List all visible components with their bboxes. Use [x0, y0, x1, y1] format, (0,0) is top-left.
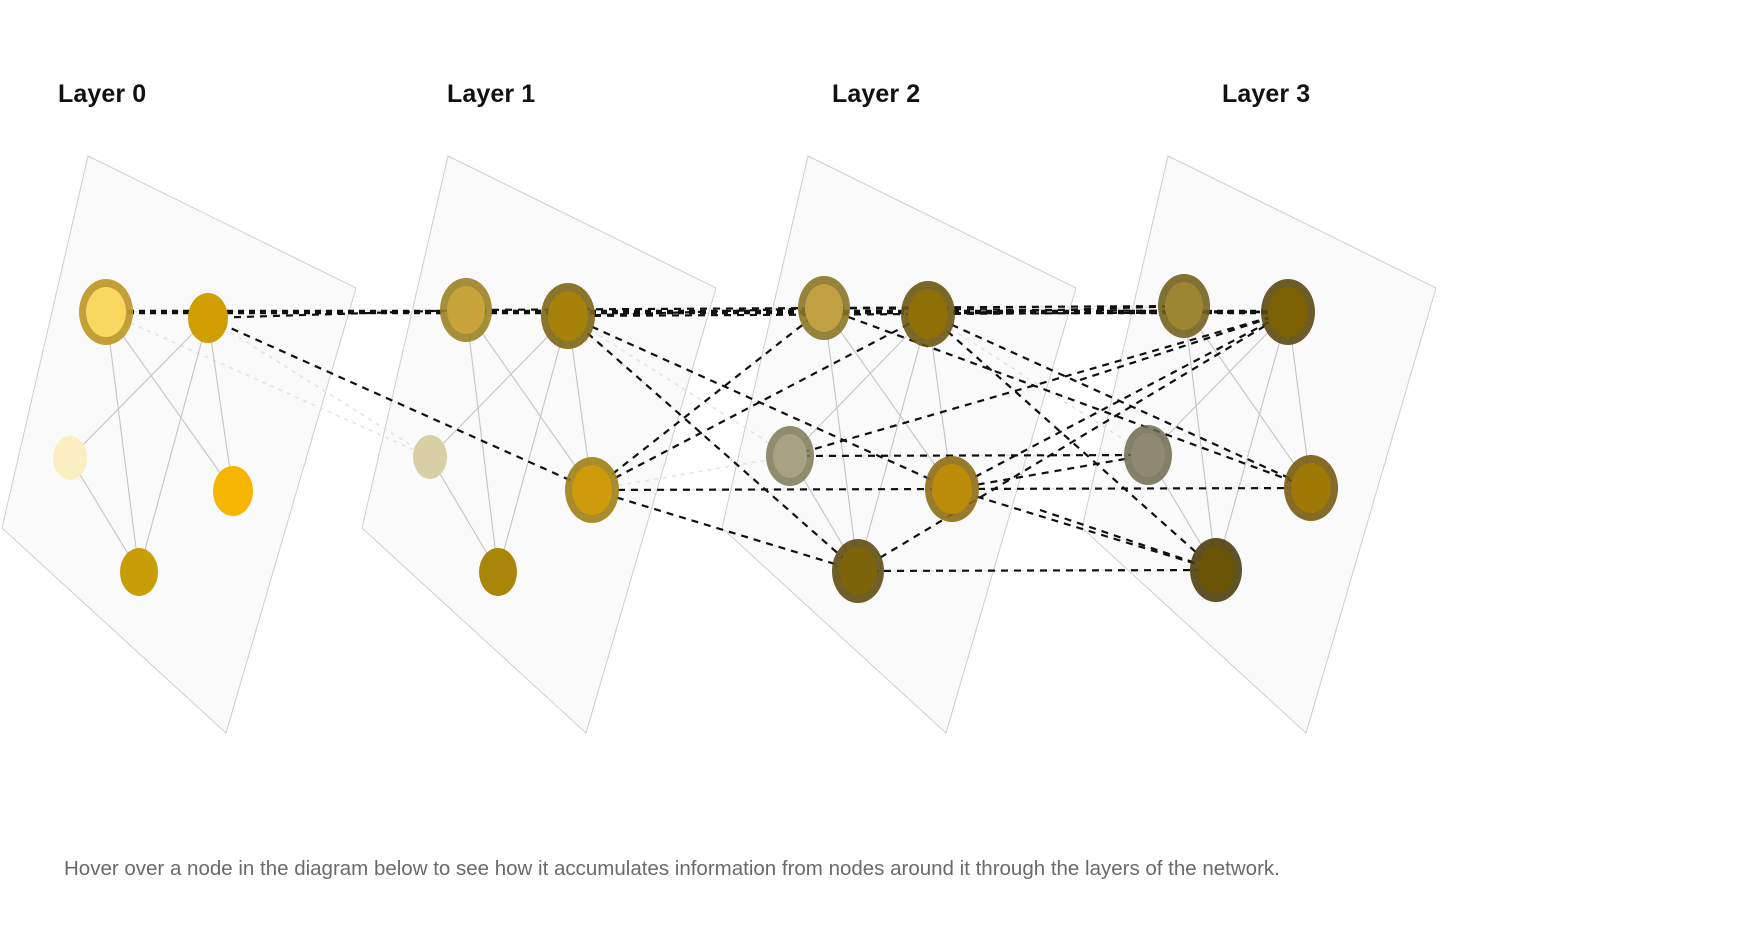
node-body[interactable]	[548, 291, 588, 341]
node-layer3-bottom[interactable]	[1190, 538, 1242, 602]
active-edge	[567, 312, 929, 318]
active-edge	[857, 568, 1217, 573]
layer-plane-0	[1, 155, 357, 734]
node-layer2-top-left[interactable]	[798, 276, 850, 340]
faint-edge	[465, 307, 825, 311]
node-layer3-top-left[interactable]	[1158, 274, 1210, 338]
intra-layer-edge	[69, 317, 209, 459]
faint-edge	[567, 315, 859, 572]
layer-label-2: Layer 2	[832, 80, 921, 108]
node-body[interactable]	[120, 548, 158, 596]
node-layer3-top-right[interactable]	[1261, 279, 1315, 345]
intra-layer-edge	[1183, 305, 1217, 571]
active-edge	[823, 304, 1185, 310]
node-body[interactable]	[1268, 287, 1308, 337]
node-layer2-mid-left[interactable]	[766, 426, 814, 486]
active-edge	[927, 312, 1312, 490]
faint-edge	[927, 313, 1149, 456]
node-layer1-mid-right[interactable]	[565, 457, 619, 523]
node-body[interactable]	[1197, 546, 1235, 594]
node-layer1-mid-left[interactable]	[413, 435, 447, 479]
faint-edge	[857, 569, 1217, 572]
intra-layer-edge	[1215, 311, 1289, 571]
node-layer0-bottom[interactable]	[120, 548, 158, 596]
node-body[interactable]	[86, 287, 126, 337]
node-body[interactable]	[413, 435, 447, 479]
node-layer1-top-left[interactable]	[440, 278, 492, 342]
active-edge	[207, 316, 593, 492]
intra-layer-edge	[207, 317, 234, 492]
intra-layer-edge	[105, 311, 140, 573]
layer-planes-group	[1, 155, 1437, 734]
intra-layer-edge	[1147, 311, 1289, 456]
intra-layer-edge	[429, 315, 569, 458]
node-body[interactable]	[839, 547, 877, 595]
active-edge	[823, 306, 1312, 490]
node-body[interactable]	[447, 286, 485, 334]
node-body[interactable]	[1131, 433, 1165, 477]
node-body[interactable]	[1291, 463, 1331, 513]
node-layer3-mid-left[interactable]	[1124, 425, 1172, 485]
node-layer0-mid-left[interactable]	[53, 436, 87, 480]
intra-layer-edge	[789, 313, 929, 457]
active-edge	[1039, 508, 1217, 572]
node-layer0-top-right[interactable]	[188, 293, 228, 343]
node-body[interactable]	[805, 284, 843, 332]
faint-edge	[567, 307, 825, 317]
node-body[interactable]	[773, 434, 807, 478]
node-body[interactable]	[572, 465, 612, 515]
intra-layer-edge	[138, 317, 209, 573]
active-edge	[591, 307, 825, 491]
node-body[interactable]	[908, 289, 948, 339]
node-layer0-top-left[interactable]	[79, 279, 133, 345]
faint-edge	[567, 315, 791, 457]
node-layer2-bottom[interactable]	[832, 539, 884, 603]
active-edge	[567, 314, 953, 491]
active-edge	[951, 486, 1312, 491]
layer-label-1: Layer 1	[447, 80, 536, 108]
active-edge	[951, 311, 1289, 490]
node-body[interactable]	[53, 436, 87, 480]
intra-layer-edge	[105, 311, 234, 492]
active-edge	[591, 487, 953, 492]
active-edge	[857, 311, 1289, 572]
node-body[interactable]	[1165, 282, 1203, 330]
active-inter-layer-edges-group	[106, 304, 1312, 573]
intra-layer-edge	[823, 307, 953, 490]
active-edge	[591, 313, 929, 491]
node-body[interactable]	[213, 466, 253, 516]
node-layer2-mid-right[interactable]	[925, 456, 979, 522]
active-edge	[1079, 310, 1289, 382]
node-layer2-top-right[interactable]	[901, 281, 955, 347]
node-layer1-bottom[interactable]	[479, 548, 517, 596]
layer-label-3: Layer 3	[1222, 80, 1311, 108]
intra-layer-edge	[497, 315, 569, 573]
node-body[interactable]	[932, 464, 972, 514]
network-graph	[1, 155, 1437, 734]
diagram-caption: Hover over a node in the diagram below t…	[64, 857, 1280, 880]
active-edge	[207, 308, 467, 320]
node-layer0-mid-right[interactable]	[213, 466, 253, 516]
node-body[interactable]	[479, 548, 517, 596]
node-body[interactable]	[188, 293, 228, 343]
layer-plane-1	[361, 155, 717, 734]
node-layer3-mid-right[interactable]	[1284, 455, 1338, 521]
nodes-group	[53, 274, 1338, 603]
faint-edge	[207, 317, 431, 458]
active-edge	[789, 310, 1289, 458]
faint-edge	[591, 455, 791, 491]
layer-label-0: Layer 0	[58, 80, 147, 108]
node-layer1-top-right[interactable]	[541, 283, 595, 349]
intra-layer-edge	[465, 309, 593, 491]
intra-layer-edge	[857, 313, 929, 572]
